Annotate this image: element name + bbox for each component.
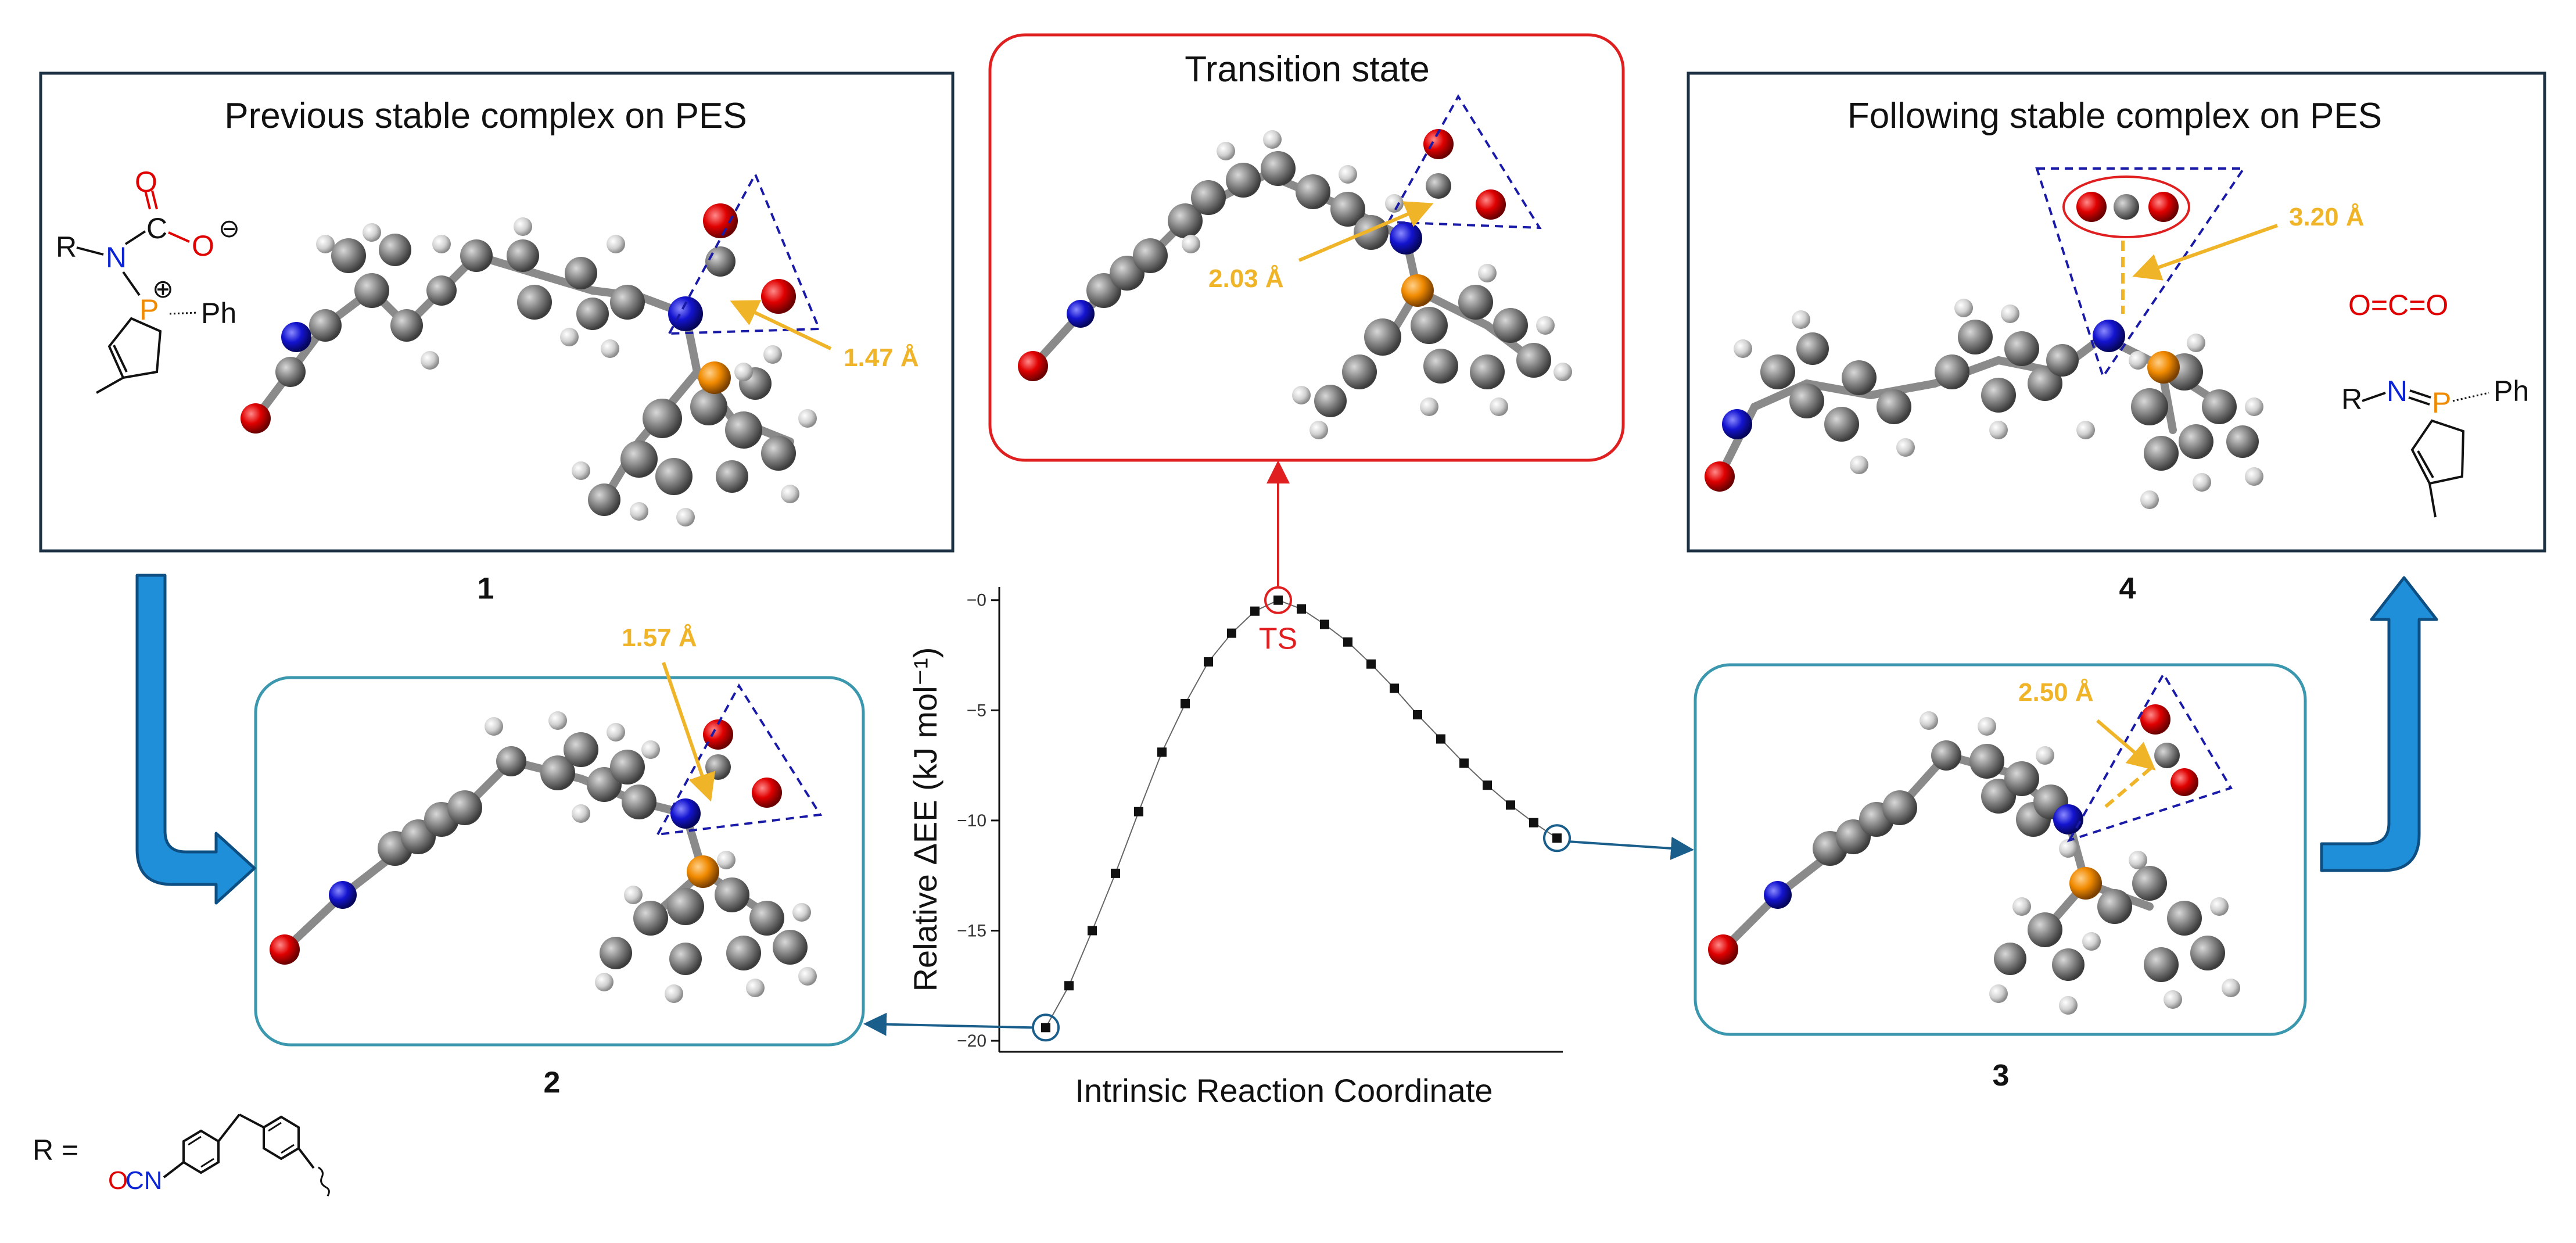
chart-x-label: Intrinsic Reaction Coordinate [1075, 1072, 1492, 1109]
chart-y-tick-label: −15 [957, 921, 986, 940]
chart-data-point [1088, 926, 1097, 936]
molecule-3 [1708, 672, 2240, 1015]
chart-data-point [1390, 683, 1399, 693]
molecule-4 [1705, 167, 2278, 509]
chart-data-point [1413, 710, 1422, 719]
svg-text:Ph: Ph [2494, 375, 2529, 407]
co2-formula: O=C=O [2348, 289, 2448, 321]
svg-text:R: R [2341, 383, 2362, 415]
compound-label-2: 2 [544, 1066, 561, 1099]
chart-data-point [1041, 1023, 1050, 1033]
chart-data-point [1250, 606, 1260, 616]
distance-2: 1.57 Å [622, 624, 697, 652]
panel-following: Following stable complex on PES [1687, 71, 2546, 553]
svg-text:C: C [146, 212, 167, 245]
chart-y-tick-label: −0 [967, 591, 986, 610]
chart-y-tick-label: −5 [967, 701, 986, 720]
molecule-ts [1018, 94, 1572, 439]
svg-text:O: O [135, 166, 157, 198]
distance-4: 3.20 Å [2289, 203, 2365, 231]
compound-label-1: 1 [478, 572, 494, 606]
distance-3: 2.50 Å [2018, 678, 2094, 707]
chart-data-point [1552, 833, 1562, 843]
svg-text:N: N [2387, 375, 2408, 407]
svg-text:R: R [56, 231, 77, 263]
carbamate-structure: R N C O O ⊖ P ⊕ Ph [56, 166, 240, 394]
panel-transition: Transition state [988, 33, 1625, 462]
distance-ts: 2.03 Å [1208, 264, 1284, 293]
chart-highlight-2 [1032, 1013, 1060, 1042]
irc-chart: −20 −15 −10 −5 −0 Intrinsic Reaction Coordin… [907, 586, 1571, 1109]
r-group-definition: R = O CN [33, 1113, 330, 1197]
chart-highlight-ts [1264, 586, 1292, 614]
chart-data-point [1436, 734, 1445, 744]
chart-y-tick-label: −20 [957, 1031, 986, 1051]
panel-irc-2: 1.57 Å [254, 624, 865, 1047]
molecule-1 [241, 171, 832, 526]
svg-text:P: P [139, 293, 159, 326]
chart-data-point [1529, 818, 1538, 828]
svg-text:CN: CN [125, 1166, 163, 1195]
svg-text:O: O [108, 1166, 128, 1195]
chart-data-point [1064, 981, 1074, 991]
panel-previous: Previous stable complex on PES R N C O O… [39, 71, 955, 553]
panel-irc-3-frame [1694, 663, 2307, 1036]
svg-text:⊕: ⊕ [152, 275, 174, 303]
chart-data-point [1273, 595, 1283, 605]
chart-energy-curve [1045, 599, 1558, 1028]
chart-data-point [1111, 868, 1120, 878]
chart-data-point [1320, 619, 1329, 629]
panel-transition-title: Transition state [1185, 49, 1430, 89]
panel-following-frame [1687, 71, 2546, 553]
chart-data-point [1157, 747, 1167, 757]
distance-1: 1.47 Å [844, 343, 919, 372]
chart-data-point [1459, 758, 1469, 768]
chart-data-point [1204, 657, 1213, 667]
chart-ts-label: TS [1259, 622, 1297, 656]
panel-following-title: Following stable complex on PES [1847, 96, 2382, 136]
svg-text:⊖: ⊖ [218, 214, 240, 243]
panel-previous-title: Previous stable complex on PES [224, 96, 747, 136]
chart-highlight-3 [1543, 824, 1571, 852]
flow-arrow-3-to-4 [2320, 576, 2438, 872]
chart-data-point [1506, 800, 1515, 810]
panel-transition-frame [988, 33, 1625, 462]
chart-y-label: Relative ΔEE (kJ mol⁻¹) [907, 647, 943, 992]
panel-previous-frame [39, 71, 955, 553]
svg-text:P: P [2432, 386, 2451, 419]
compound-label-4: 4 [2119, 572, 2136, 606]
svg-text:O: O [192, 230, 214, 262]
chart-data-point [1366, 659, 1376, 669]
chart-data-point [1297, 604, 1306, 614]
iminophosphorane-structure: R N P Ph [2341, 375, 2529, 518]
svg-text:Ph: Ph [201, 297, 236, 329]
connector-2 [863, 1012, 1032, 1036]
chart-y-tick-label: −10 [957, 811, 986, 830]
connector-3 [1569, 836, 1694, 860]
svg-text:R =: R = [33, 1134, 78, 1166]
compound-label-3: 3 [1993, 1059, 2010, 1092]
panel-irc-2-frame [254, 676, 865, 1047]
svg-text:N: N [106, 241, 127, 274]
chart-data-point [1227, 628, 1236, 638]
chart-data-point [1134, 807, 1143, 816]
molecule-2 [270, 662, 823, 1003]
chart-data-point [1181, 698, 1190, 708]
chart-data-point [1343, 637, 1352, 647]
flow-arrow-1-to-2 [135, 574, 256, 905]
chart-data-point [1483, 780, 1492, 790]
panel-irc-3: 2.50 Å [1694, 663, 2307, 1036]
